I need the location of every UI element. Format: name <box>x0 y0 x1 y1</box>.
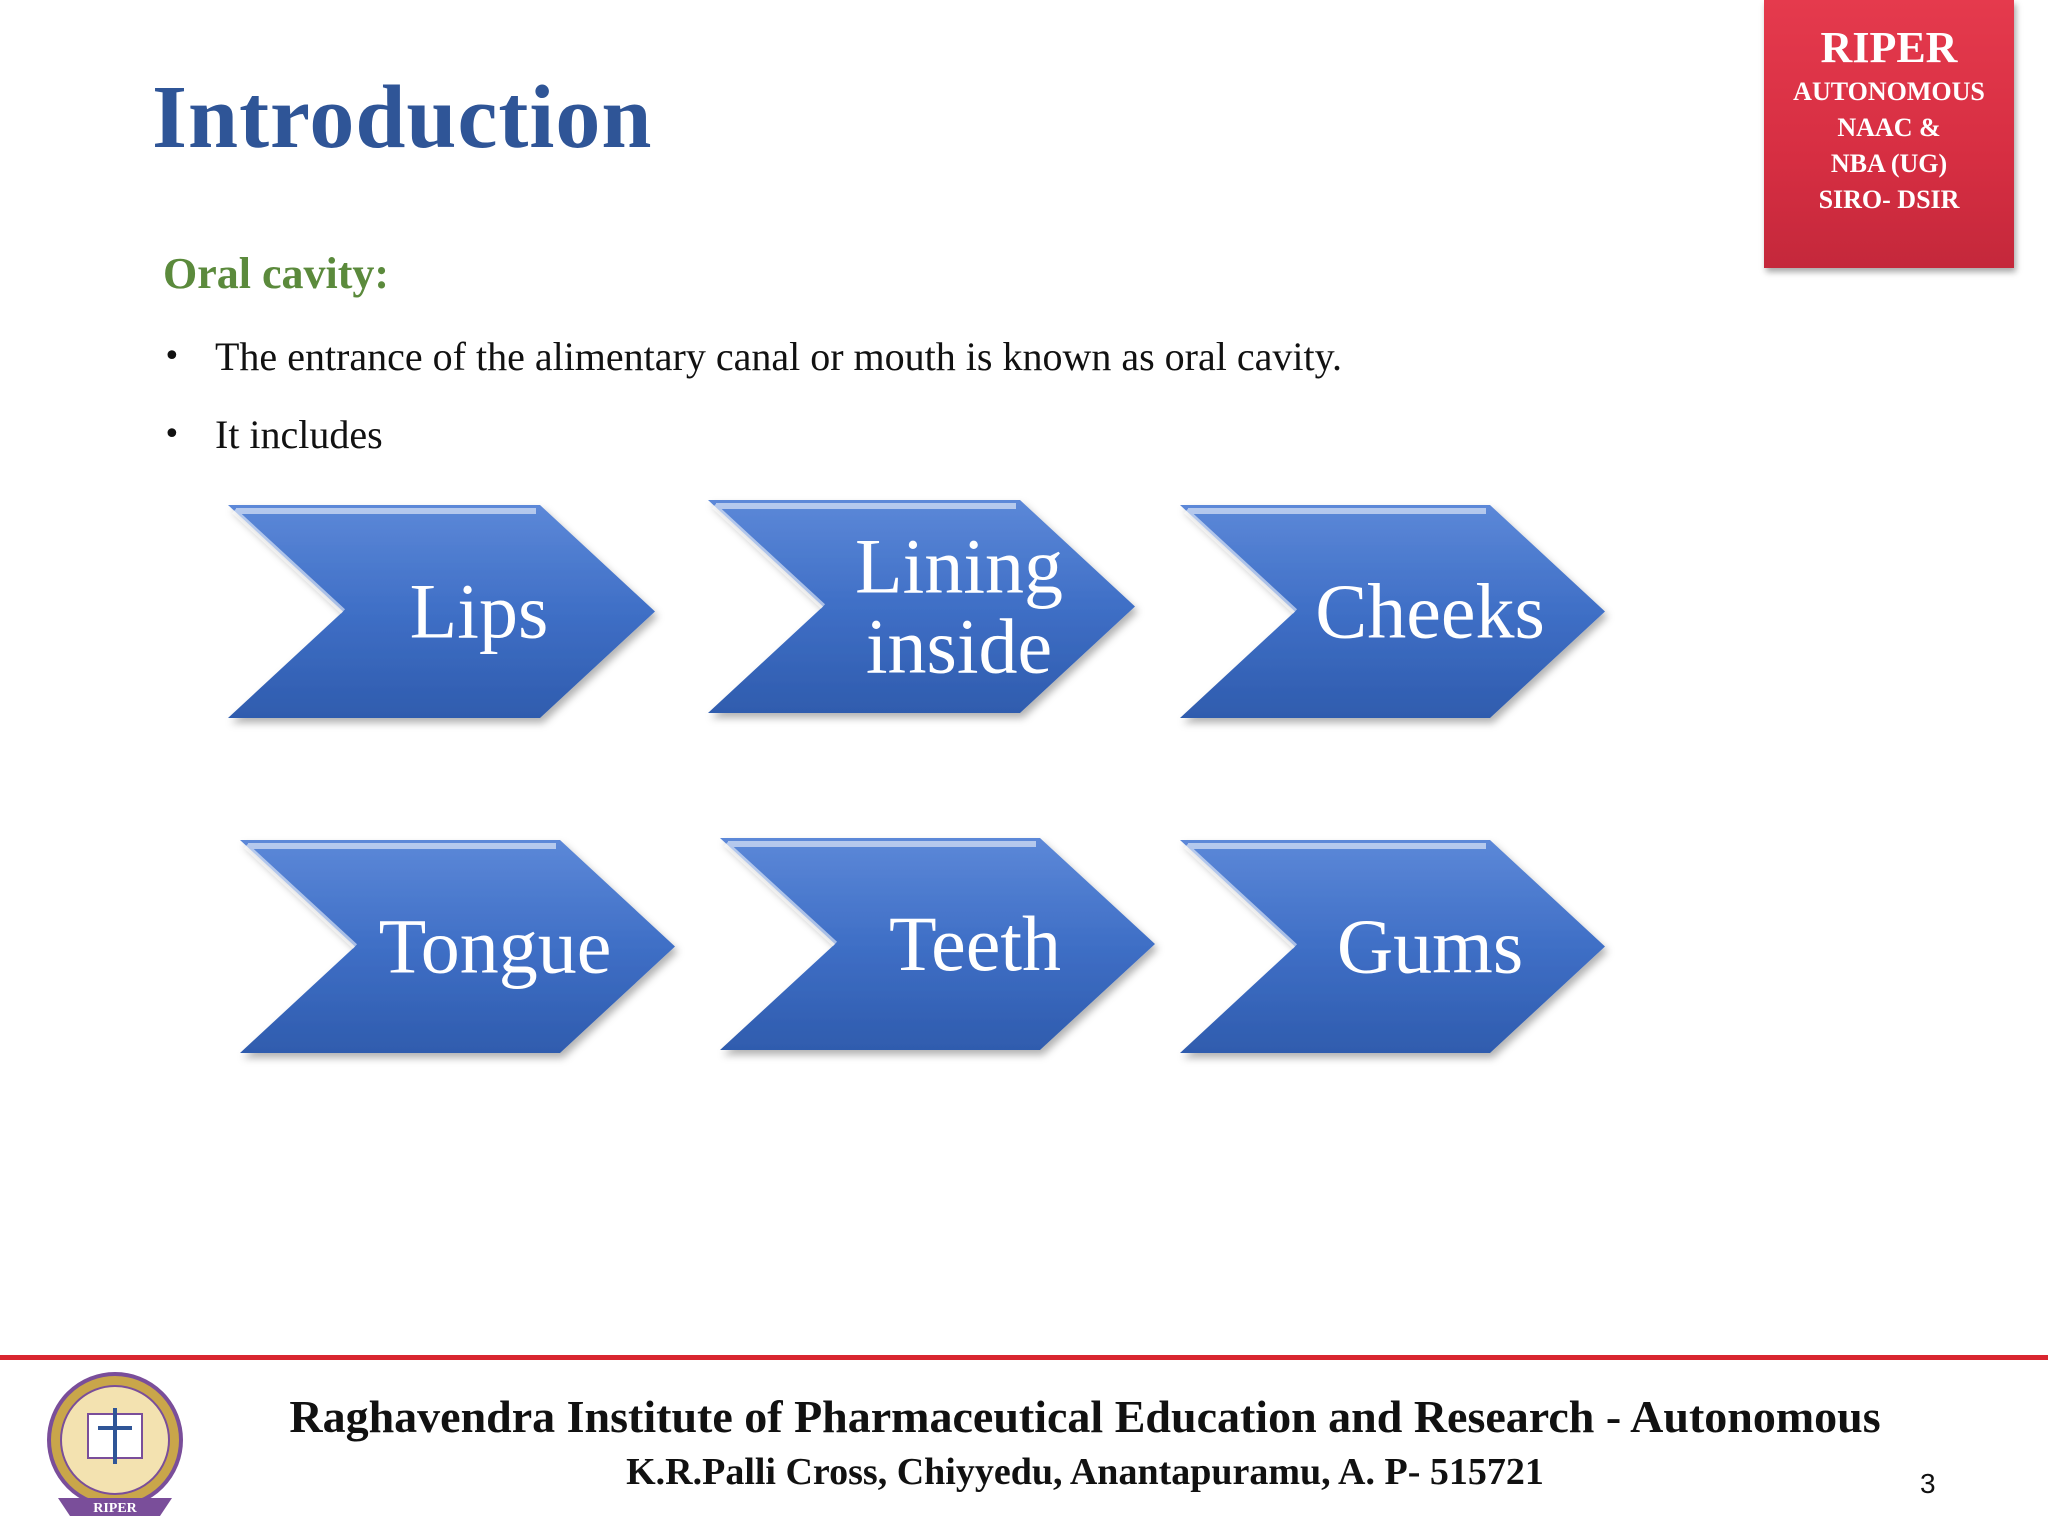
chevron-label: Lips <box>410 568 549 655</box>
chevron-lips: Lips <box>228 505 655 718</box>
chevron-highlight <box>723 841 1036 947</box>
chevron-label: Teeth <box>889 900 1061 987</box>
chevron-highlight <box>243 843 556 949</box>
section-subtitle: Oral cavity: <box>163 249 390 298</box>
chevron-label: Tongue <box>379 903 612 990</box>
accreditation-badge: RIPER AUTONOMOUS NAAC & NBA (UG) SIRO- D… <box>1764 0 2014 268</box>
chevron-tongue: Tongue <box>240 840 675 1053</box>
chevron-gums: Gums <box>1180 840 1605 1053</box>
bullet-glyph: • <box>163 417 181 452</box>
bullet-item: • It includes <box>163 400 1342 478</box>
badge-line-nba: NBA (UG) <box>1830 149 1948 178</box>
page-number: 3 <box>1920 1468 1936 1499</box>
chevron-teeth: Teeth <box>720 838 1155 1050</box>
chevron-shape <box>228 505 655 718</box>
badge-line-autonomous: AUTONOMOUS <box>1793 77 1985 106</box>
badge-title: RIPER <box>1820 23 1958 72</box>
chevron-highlight <box>1183 508 1486 614</box>
slide-title: Introduction <box>152 68 653 167</box>
chevron-shape <box>240 840 675 1053</box>
bullet-item: • The entrance of the alimentary canal o… <box>163 322 1342 400</box>
bullet-text: The entrance of the alimentary canal or … <box>215 334 1342 379</box>
chevron-highlight <box>231 508 536 614</box>
chevron-label: inside <box>866 603 1052 690</box>
badge-line-siro: SIRO- DSIR <box>1818 185 1960 214</box>
chevron-shape <box>720 838 1155 1050</box>
logo-text: RIPER <box>93 1501 137 1516</box>
institute-name: Raghavendra Institute of Pharmaceutical … <box>289 1391 1881 1442</box>
institute-logo: RIPER <box>47 1372 183 1516</box>
chevron-shape <box>1180 505 1605 718</box>
chevron-highlight <box>711 503 1016 609</box>
footer-divider <box>0 1355 2048 1360</box>
chevron-label: Gums <box>1337 903 1523 990</box>
bullet-text: It includes <box>215 412 383 457</box>
chevron-shape <box>1180 840 1605 1053</box>
chevron-shape <box>708 500 1135 713</box>
chevron-highlight <box>1183 843 1486 949</box>
bullet-glyph: • <box>163 339 181 374</box>
badge-line-naac: NAAC & <box>1837 113 1941 142</box>
chevron-label: Lining <box>855 523 1063 610</box>
chevron-label: Cheeks <box>1315 568 1545 655</box>
chevron-cheeks: Cheeks <box>1180 505 1605 718</box>
bullet-list: • The entrance of the alimentary canal o… <box>163 322 1342 478</box>
institute-address: K.R.Palli Cross, Chiyyedu, Anantapuramu,… <box>626 1451 1544 1493</box>
